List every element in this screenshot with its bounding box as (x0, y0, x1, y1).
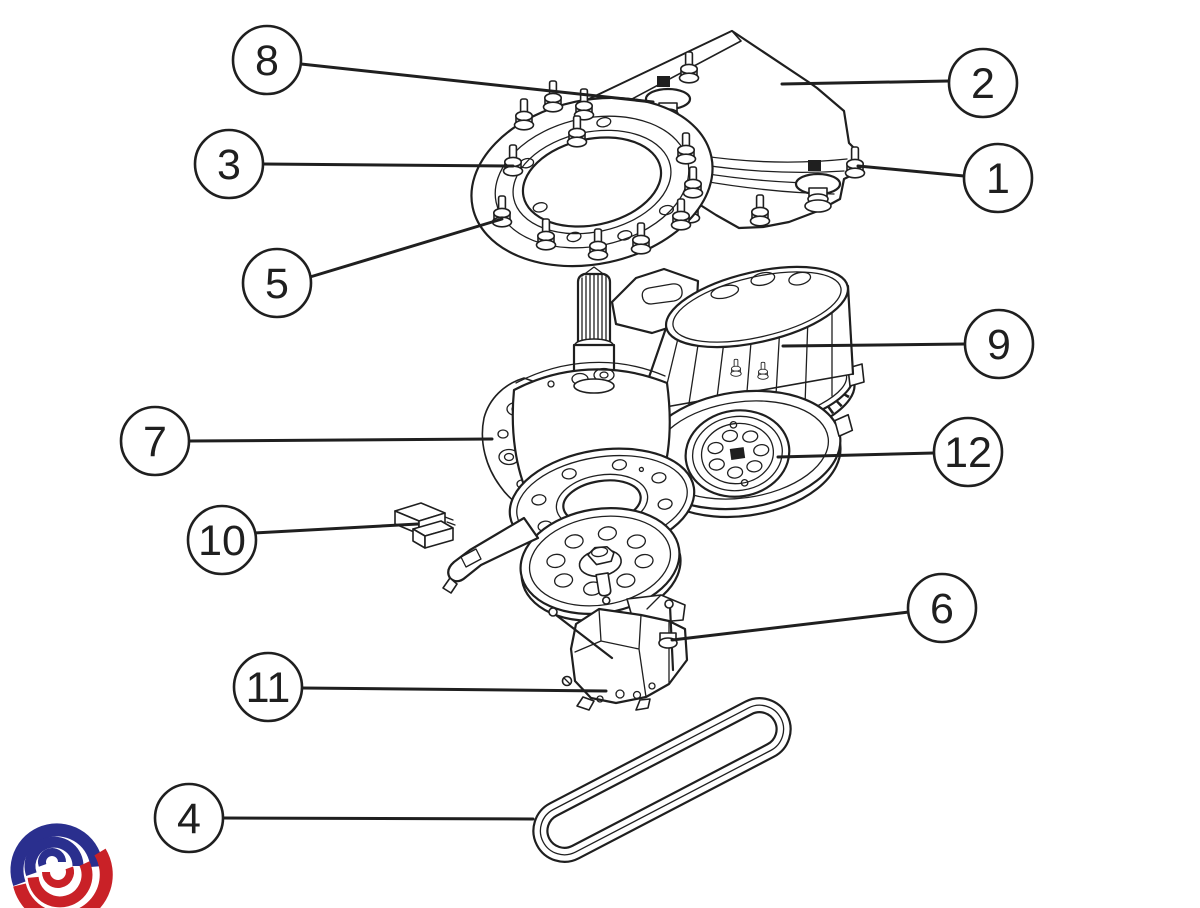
wire-connector-part (394, 502, 456, 549)
callout-number-8: 8 (255, 37, 279, 85)
callout-number-5: 5 (265, 260, 289, 308)
logo-blue-mid-arc (24, 836, 84, 877)
motor-part (610, 265, 865, 451)
callout-number-10: 10 (198, 517, 246, 565)
logo-blue-outer-arc (10, 823, 104, 886)
callout-number-1: 1 (986, 155, 1010, 203)
callout-circle-6 (906, 572, 978, 644)
callout-circle-11 (232, 651, 304, 723)
callout-number-9: 9 (987, 321, 1011, 369)
callout-9: 9 (781, 308, 1035, 380)
leader-line-6 (670, 610, 911, 642)
logo-red-mid-arc (27, 861, 93, 908)
stud (513, 98, 535, 131)
logo-blue-inner-arc (38, 848, 66, 867)
callout-number-12: 12 (944, 429, 992, 477)
belt-part (532, 697, 792, 863)
stud (542, 80, 564, 113)
leader-line-4 (221, 816, 535, 821)
flange-ring-part (470, 80, 714, 268)
callout-circle-4 (153, 782, 225, 854)
callout-2: 2 (780, 47, 1019, 119)
callout-10: 10 (186, 504, 420, 576)
callout-circle-8 (231, 24, 303, 96)
callout-circle-12 (932, 416, 1004, 488)
callout-1: 1 (856, 142, 1034, 214)
callout-circle-7 (119, 405, 191, 477)
leader-line-2 (780, 79, 951, 86)
callout-6: 6 (670, 572, 978, 644)
callout-circle-3 (193, 128, 265, 200)
callout-8: 8 (231, 24, 655, 104)
callout-number-4: 4 (177, 795, 201, 843)
callout-circle-5 (241, 247, 313, 319)
callout-number-2: 2 (971, 60, 995, 108)
bracket-arm-part (442, 516, 540, 594)
callout-number-6: 6 (930, 585, 954, 633)
leader-line-1 (856, 164, 966, 178)
leader-line-10 (252, 522, 420, 535)
leader-line-3 (261, 162, 515, 168)
callout-3: 3 (193, 128, 515, 200)
callout-circle-1 (962, 142, 1034, 214)
callout-7: 7 (119, 405, 494, 477)
leader-line-7 (187, 437, 494, 443)
grommet-nut-b (794, 160, 842, 213)
callout-circle-9 (963, 308, 1035, 380)
callout-12: 12 (776, 416, 1004, 488)
leader-line-8 (299, 62, 655, 104)
leader-line-12 (776, 451, 936, 459)
logo-red-outer-arc (13, 848, 113, 908)
callout-circle-10 (186, 504, 258, 576)
callout-number-7: 7 (143, 418, 167, 466)
callout-11: 11 (232, 651, 608, 723)
callout-number-3: 3 (217, 141, 241, 189)
leader-line-11 (300, 686, 608, 693)
pulley-part (519, 507, 682, 622)
callout-circle-2 (947, 47, 1019, 119)
callout-5: 5 (241, 217, 504, 319)
brand-swirl-logo (10, 823, 113, 908)
leader-line-5 (308, 217, 504, 279)
logo-red-inner-arc (42, 866, 74, 888)
leader-line-9 (781, 342, 967, 348)
callout-number-11: 11 (246, 664, 291, 712)
tensioner-part (548, 594, 689, 711)
callout-4: 4 (153, 782, 535, 854)
